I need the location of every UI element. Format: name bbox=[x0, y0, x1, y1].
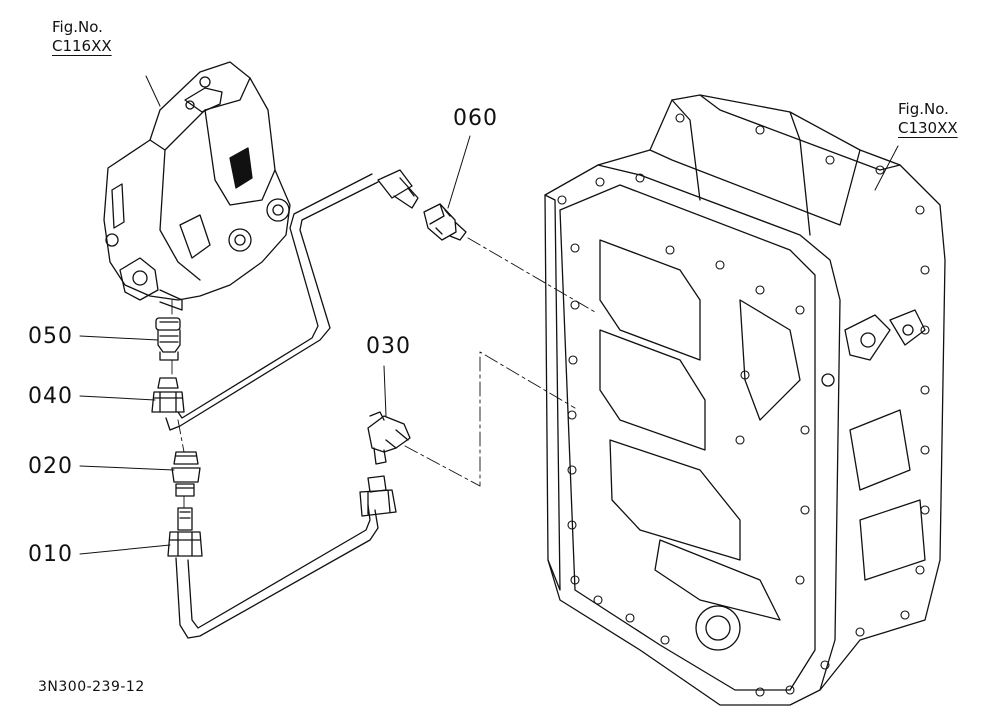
drawing-id: 3N300-239-12 bbox=[38, 679, 145, 695]
callout-010: 010 bbox=[28, 542, 73, 567]
part-020-adapter bbox=[171, 451, 201, 497]
transmission-case bbox=[544, 94, 946, 706]
part-050-adapter bbox=[155, 317, 181, 361]
pipe-upper bbox=[165, 173, 379, 431]
callout-040: 040 bbox=[28, 384, 73, 409]
part-040-nut bbox=[151, 377, 185, 413]
part-030-elbow bbox=[367, 411, 411, 465]
figure-ref-top-right-code: C130XX bbox=[898, 119, 958, 137]
part-010-nut bbox=[167, 507, 203, 557]
installation-centerlines bbox=[171, 237, 596, 509]
fitting-nut-lower-pipe bbox=[359, 475, 397, 517]
fitting-nut-upper-pipe bbox=[377, 169, 419, 209]
valve-block-assembly bbox=[103, 61, 291, 311]
callout-030: 030 bbox=[366, 334, 411, 359]
figure-ref-top-right-label: Fig.No. bbox=[898, 100, 949, 118]
figure-ref-top-left-label: Fig.No. bbox=[52, 18, 103, 36]
figure-ref-top-left-code: C116XX bbox=[52, 37, 112, 55]
part-060-adapter bbox=[423, 203, 467, 241]
callout-060: 060 bbox=[453, 106, 498, 131]
callout-leader-lines bbox=[79, 75, 899, 555]
callout-020: 020 bbox=[28, 454, 73, 479]
callout-050: 050 bbox=[28, 324, 73, 349]
figure-ref-top-right: Fig.No. C130XX bbox=[898, 100, 958, 138]
pipe-lower bbox=[175, 504, 379, 639]
figure-ref-top-left: Fig.No. C116XX bbox=[52, 18, 112, 56]
